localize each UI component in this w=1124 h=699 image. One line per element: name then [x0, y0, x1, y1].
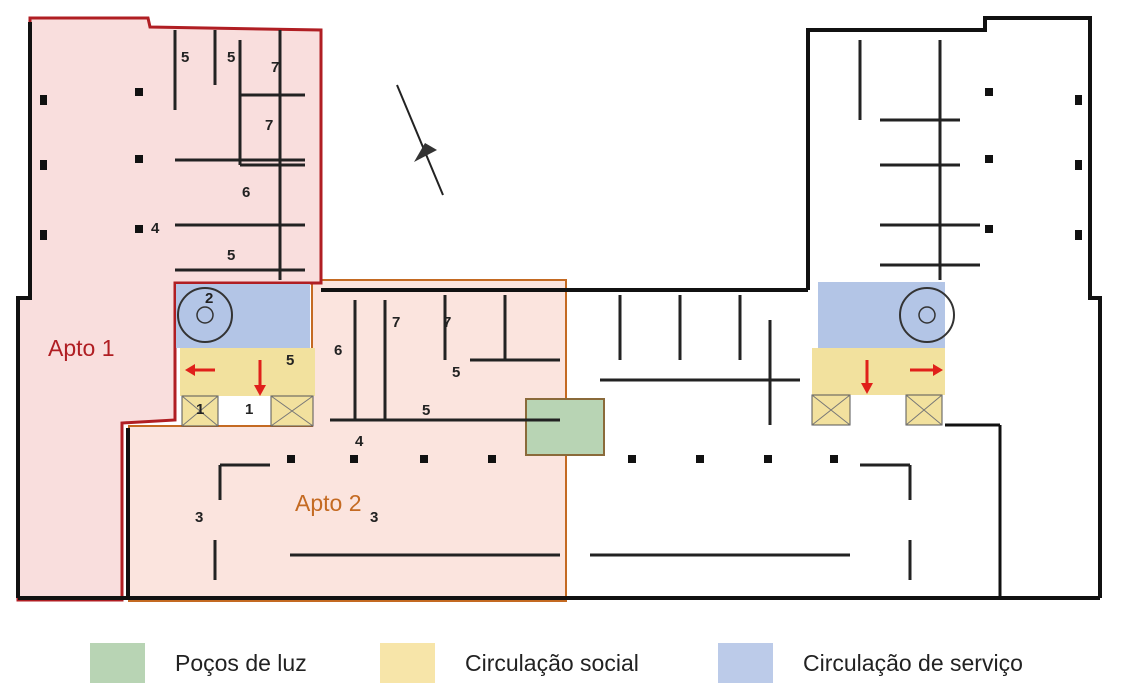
legend-item-social-circulation: Circulação social	[380, 643, 639, 683]
room-numbers: 5 5 7 7 6 4 5 2 7 7 6 5 5 5 4 3 3 1 1	[151, 49, 460, 526]
room-number: 6	[334, 342, 342, 359]
spiral-stair-right	[899, 287, 955, 343]
legend-label: Poços de luz	[175, 649, 307, 676]
room-number: 3	[195, 509, 203, 526]
room-number: 1	[245, 401, 253, 418]
room-number: 5	[227, 49, 235, 66]
room-number: 7	[392, 314, 400, 331]
light-well	[525, 398, 605, 456]
direction-arrows	[185, 360, 943, 396]
room-number: 5	[227, 247, 235, 264]
floor-plan: 5 5 7 7 6 4 5 2 7 7 6 5 5 5 4 3 3 1 1 Ap…	[16, 16, 1102, 602]
room-number: 1	[196, 401, 204, 418]
room-number: 5	[286, 352, 294, 369]
room-number: 5	[181, 49, 189, 66]
legend-label: Circulação de serviço	[803, 649, 1023, 676]
columns	[40, 88, 1082, 463]
legend-swatch-green	[90, 643, 145, 683]
apartment-2-label: Apto 2	[295, 490, 362, 516]
room-number: 2	[205, 290, 213, 307]
room-number: 6	[242, 184, 250, 201]
social-circulation-left	[180, 348, 315, 396]
interior-walls	[173, 30, 980, 580]
service-circulation-right	[818, 282, 945, 348]
legend-item-service-circulation: Circulação de serviço	[718, 643, 1023, 683]
room-number: 7	[443, 314, 451, 331]
room-number: 4	[151, 220, 160, 237]
service-circulation-left	[176, 284, 310, 348]
room-number: 7	[271, 59, 279, 76]
legend-swatch-blue	[718, 643, 773, 683]
legend-label: Circulação social	[465, 649, 639, 676]
spiral-stair-left	[177, 287, 233, 343]
apartment-1-label: Apto 1	[48, 335, 115, 361]
room-number: 5	[452, 364, 460, 381]
legend-item-light-wells: Poços de luz	[90, 643, 307, 683]
room-number: 4	[355, 433, 364, 450]
legend-swatch-yellow	[380, 643, 435, 683]
room-number: 5	[422, 402, 430, 419]
legend: Poços de luz Circulação social Circulaçã…	[0, 643, 1124, 687]
room-number: 7	[265, 117, 273, 134]
north-arrow-icon	[396, 84, 444, 196]
room-number: 3	[370, 509, 378, 526]
walls	[16, 16, 1102, 600]
